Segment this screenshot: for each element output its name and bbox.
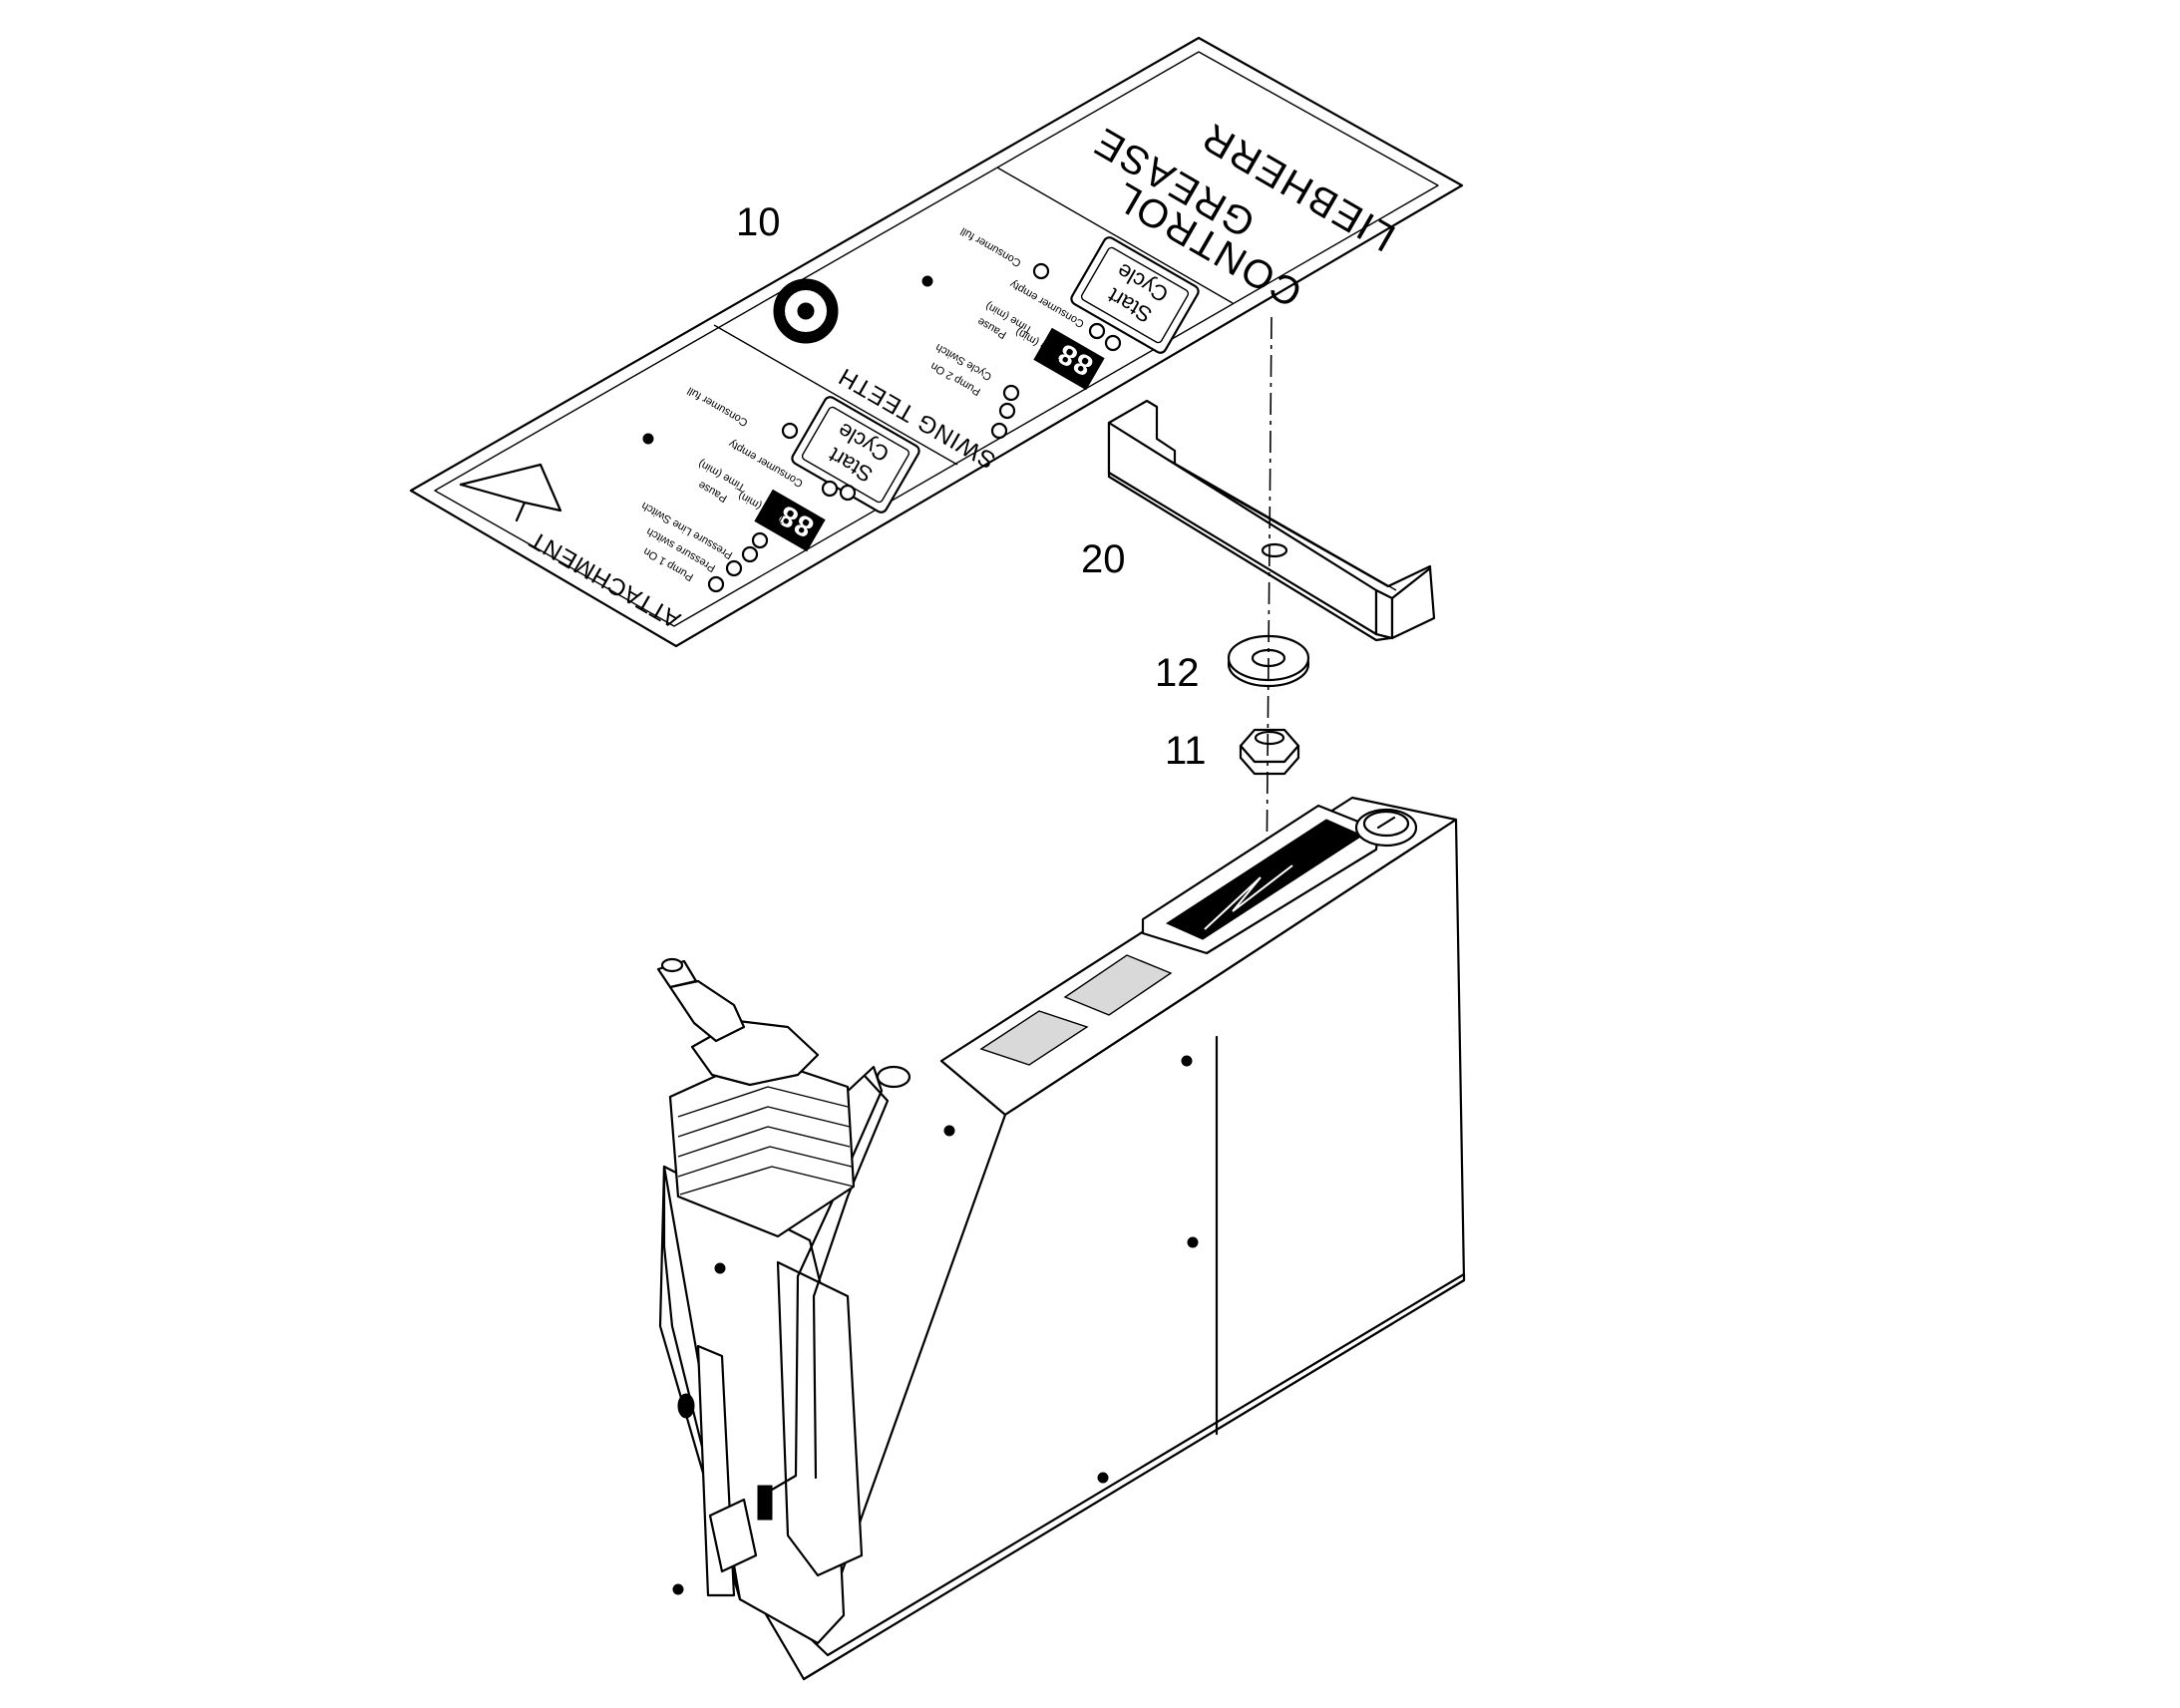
joystick-handle <box>668 979 746 1043</box>
panel-inner-border <box>434 51 1439 627</box>
part-10-control-panel: LIEBHERR GREASE CONTROL Start Cycle 88 <box>409 36 1464 648</box>
upper-digit-display: 88 <box>1033 327 1105 391</box>
deck-stripe-2 <box>979 1010 1089 1066</box>
operator-console <box>656 796 1466 1681</box>
panel-divider-top <box>996 167 1234 304</box>
console-lower-block <box>708 1498 758 1573</box>
bracket-right-flange <box>1390 566 1436 640</box>
bracket-inner-line <box>1166 458 1397 591</box>
bracket-front-wall <box>1107 421 1378 636</box>
bracket-hole <box>1261 542 1288 558</box>
callout-20: 20 <box>1081 537 1126 581</box>
upper-indicators <box>921 262 1122 440</box>
lower-start-button: Start Cycle <box>791 396 920 513</box>
upper-start-button: Start Cycle <box>1070 236 1200 354</box>
callout-11: 11 <box>1165 729 1207 773</box>
panel-outline <box>409 36 1464 648</box>
deck-stripe-1 <box>1063 954 1173 1016</box>
part-11-nut <box>1239 728 1300 776</box>
callout-12: 12 <box>1155 651 1200 695</box>
console-front-recess <box>776 1260 864 1577</box>
callout-10: 10 <box>736 200 781 244</box>
part-20-bracket <box>1107 399 1436 642</box>
attachment-pictogram-icon <box>459 463 562 522</box>
gauge-dial <box>773 278 839 344</box>
bracket-front-edge <box>1374 588 1394 640</box>
panel-divider-mid <box>713 324 958 466</box>
lower-indicators <box>642 422 857 593</box>
lower-digit-display: 88 <box>754 489 826 552</box>
assembly-centerline <box>1266 316 1272 884</box>
